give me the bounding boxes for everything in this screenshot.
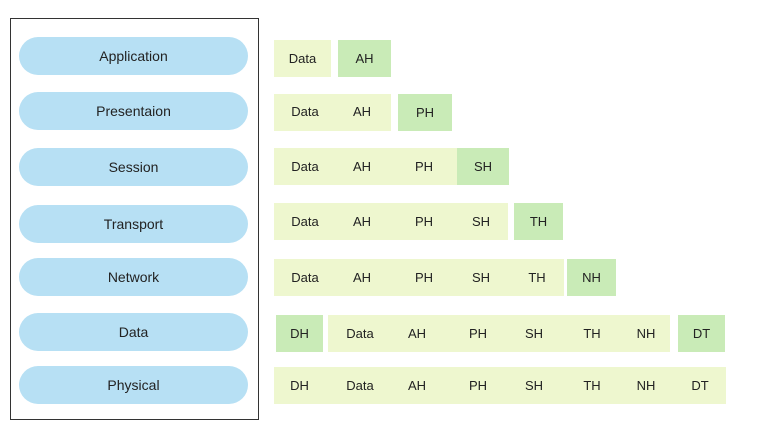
row-transport-data: Data	[291, 214, 319, 229]
row-transport-payload	[274, 203, 508, 240]
row-application-payload	[274, 40, 331, 77]
row-physical-th: TH	[583, 378, 601, 393]
row-session-ah: AH	[352, 159, 372, 174]
row-network-ph: PH	[414, 270, 434, 285]
osi-layer-stack	[10, 18, 259, 420]
row-datalink-ph: PH	[468, 326, 488, 341]
row-datalink-header-dh: DH	[276, 315, 323, 352]
row-datalink-data: Data	[346, 326, 374, 341]
row-datalink-nh: NH	[636, 326, 656, 341]
row-datalink-trailer-dt: DT	[678, 315, 725, 352]
row-session-ph: PH	[414, 159, 434, 174]
layer-application: Application	[19, 37, 248, 75]
row-presentation-ah: AH	[352, 104, 372, 119]
layer-physical: Physical	[19, 366, 248, 404]
row-transport-sh: SH	[471, 214, 491, 229]
row-physical-ph: PH	[468, 378, 488, 393]
row-physical-payload	[274, 367, 726, 404]
layer-session: Session	[19, 148, 248, 186]
row-network-ah: AH	[352, 270, 372, 285]
row-physical-nh: NH	[636, 378, 656, 393]
row-physical-dt: DT	[691, 378, 709, 393]
row-application-header-ah: AH	[338, 40, 391, 77]
layer-transport: Transport	[19, 205, 248, 243]
row-session-header-sh: SH	[457, 148, 509, 185]
row-physical-sh: SH	[524, 378, 544, 393]
row-datalink-th: TH	[583, 326, 601, 341]
row-physical-data: Data	[346, 378, 374, 393]
layer-data-link: Data	[19, 313, 248, 351]
row-physical-dh: DH	[290, 378, 309, 393]
row-network-header-nh: NH	[567, 259, 616, 296]
row-session-payload	[274, 148, 457, 185]
row-network-sh: SH	[471, 270, 491, 285]
layer-network: Network	[19, 258, 248, 296]
row-network-th: TH	[528, 270, 546, 285]
row-presentation-data: Data	[291, 104, 319, 119]
row-session-data: Data	[291, 159, 319, 174]
row-network-data: Data	[291, 270, 319, 285]
row-transport-ah: AH	[352, 214, 372, 229]
row-transport-header-th: TH	[514, 203, 563, 240]
row-datalink-ah: AH	[407, 326, 427, 341]
row-presentation-header-ph: PH	[398, 94, 452, 131]
row-physical-ah: AH	[407, 378, 427, 393]
row-presentation-payload	[274, 94, 391, 131]
row-datalink-payload	[328, 315, 670, 352]
row-network-payload	[274, 259, 564, 296]
row-application-data: Data	[288, 51, 317, 66]
row-datalink-sh: SH	[524, 326, 544, 341]
layer-presentation: Presentaion	[19, 92, 248, 130]
row-transport-ph: PH	[414, 214, 434, 229]
